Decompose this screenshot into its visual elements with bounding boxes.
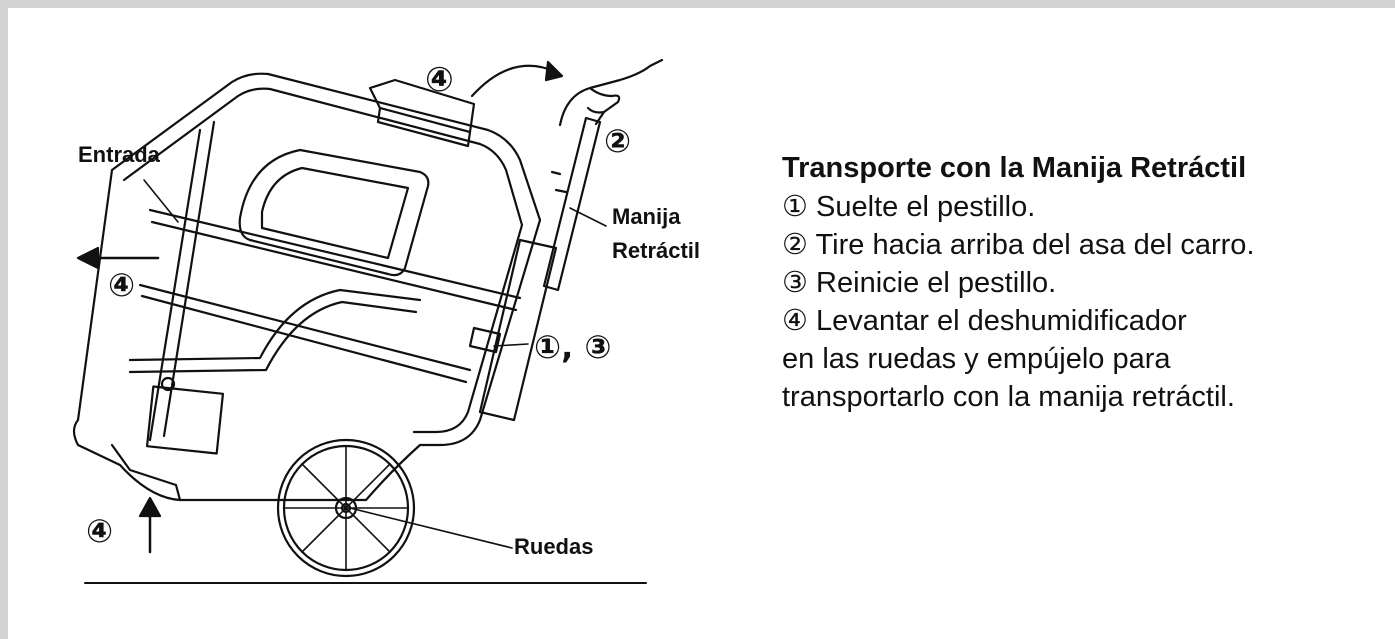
instruction-step-4: ④ Levantar el deshumidificador: [782, 305, 1187, 337]
unit-body: [72, 72, 542, 502]
instruction-step-1: ① Suelte el pestillo.: [782, 191, 1036, 223]
handle-leader: [569, 207, 607, 227]
handle-housing: [478, 238, 558, 422]
unit-body-inner: [122, 87, 524, 434]
retractable-handle: [542, 116, 602, 292]
latch-steps-marker: ①, ③: [534, 328, 612, 366]
body-band-lower: [138, 283, 472, 372]
instruction-step-4-cont2: transportarlo con la manija retráctil.: [782, 381, 1235, 413]
wheel: [276, 438, 416, 578]
knob: [160, 376, 176, 392]
body-band-upper: [148, 208, 522, 300]
tilt-arrow: [470, 64, 558, 98]
hand: [558, 58, 664, 127]
label-plate: [145, 385, 225, 455]
inlet-leader: [143, 179, 179, 223]
lift-step-marker: ④: [86, 512, 114, 550]
handle-label-line1: Manija: [612, 204, 681, 229]
side-grip: [238, 148, 430, 277]
foot: [110, 443, 182, 502]
wheels-leader: [349, 507, 513, 549]
dehumidifier-illustration: [72, 58, 664, 584]
instruction-step-4-cont: en las ruedas y empújelo para: [782, 343, 1171, 375]
wheels-label: Ruedas: [514, 534, 594, 559]
latch: [468, 326, 502, 354]
inlet-step-marker: ④: [108, 266, 136, 304]
latch-leader: [493, 343, 529, 347]
front-panel: [128, 288, 422, 362]
handle-step-marker: ②: [604, 122, 632, 160]
instructions-panel: Transporte con la Manija Retráctil ① Sue…: [782, 152, 1382, 416]
top-step-marker: ④: [425, 60, 454, 100]
instruction-step-2: ② Tire hacia arriba del asa del carro.: [782, 229, 1255, 261]
instructions-title: Transporte con la Manija Retráctil: [782, 152, 1247, 184]
top-carry-handle: [368, 78, 476, 134]
inlet-label: Entrada: [78, 142, 160, 167]
handle-label-line2: Retráctil: [612, 238, 701, 263]
instruction-step-3: ③ Reinicie el pestillo.: [782, 267, 1057, 299]
